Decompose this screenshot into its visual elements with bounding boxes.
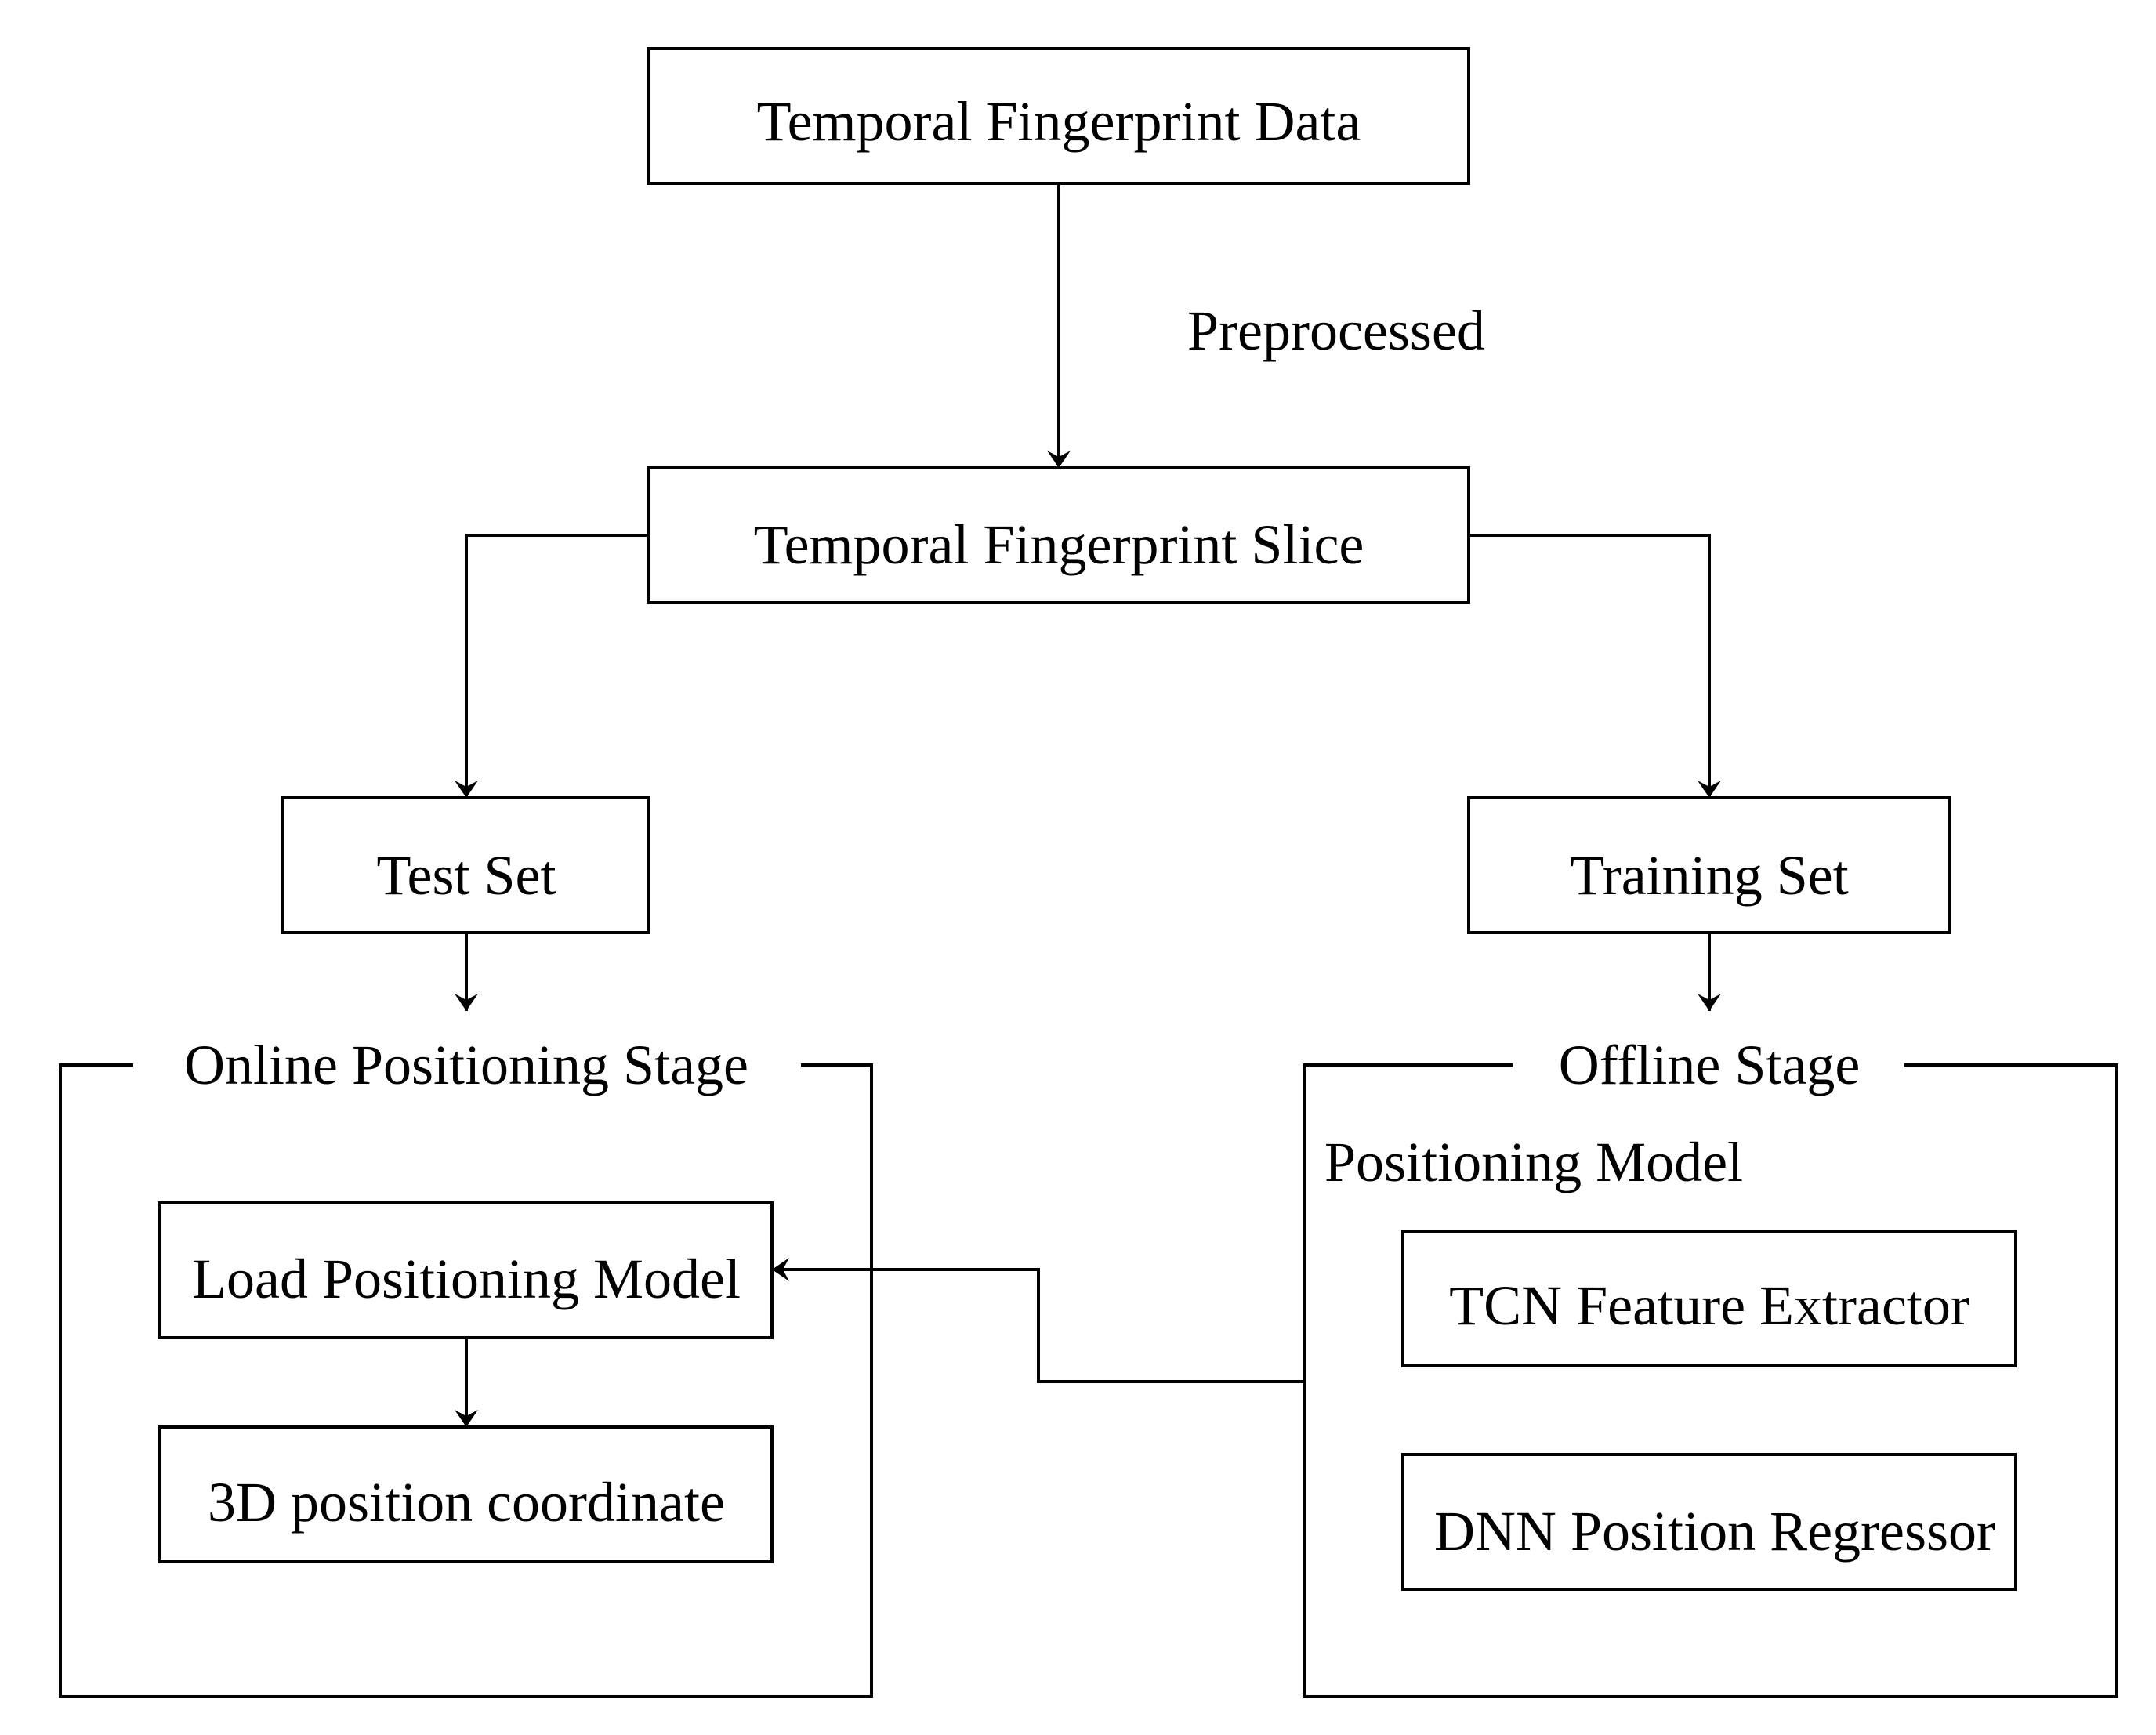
tcn-box bbox=[1401, 1230, 2017, 1367]
offline-stage-title: Offline Stage bbox=[1559, 1034, 1861, 1096]
load-model-label: Load Positioning Model bbox=[192, 1248, 741, 1310]
offline-stage-frame bbox=[1303, 1063, 2118, 1698]
data-label: Temporal Fingerprint Data bbox=[757, 90, 1361, 153]
arrow-offline-to-load bbox=[772, 1258, 1305, 1383]
online-stage-frame bbox=[59, 1063, 873, 1698]
positioning-model-group-label: Positioning Model bbox=[1324, 1131, 1743, 1193]
arrow-slice-to-training-set bbox=[1469, 534, 1721, 798]
dnn-box bbox=[1401, 1453, 2017, 1591]
arrow-slice-to-test-set bbox=[455, 534, 648, 798]
online-stage-title: Online Positioning Stage bbox=[184, 1034, 748, 1096]
preprocessed-edge-label: Preprocessed bbox=[1187, 299, 1485, 362]
training-set-label: Training Set bbox=[1570, 844, 1848, 907]
coordinate-label: 3D position coordinate bbox=[208, 1471, 725, 1534]
dnn-label: DNN Position Regressor bbox=[1434, 1500, 1995, 1563]
slice-label: Temporal Fingerprint Slice bbox=[754, 513, 1364, 576]
test-set-label: Test Set bbox=[377, 844, 556, 907]
tcn-label: TCN Feature Extractor bbox=[1449, 1274, 1969, 1337]
